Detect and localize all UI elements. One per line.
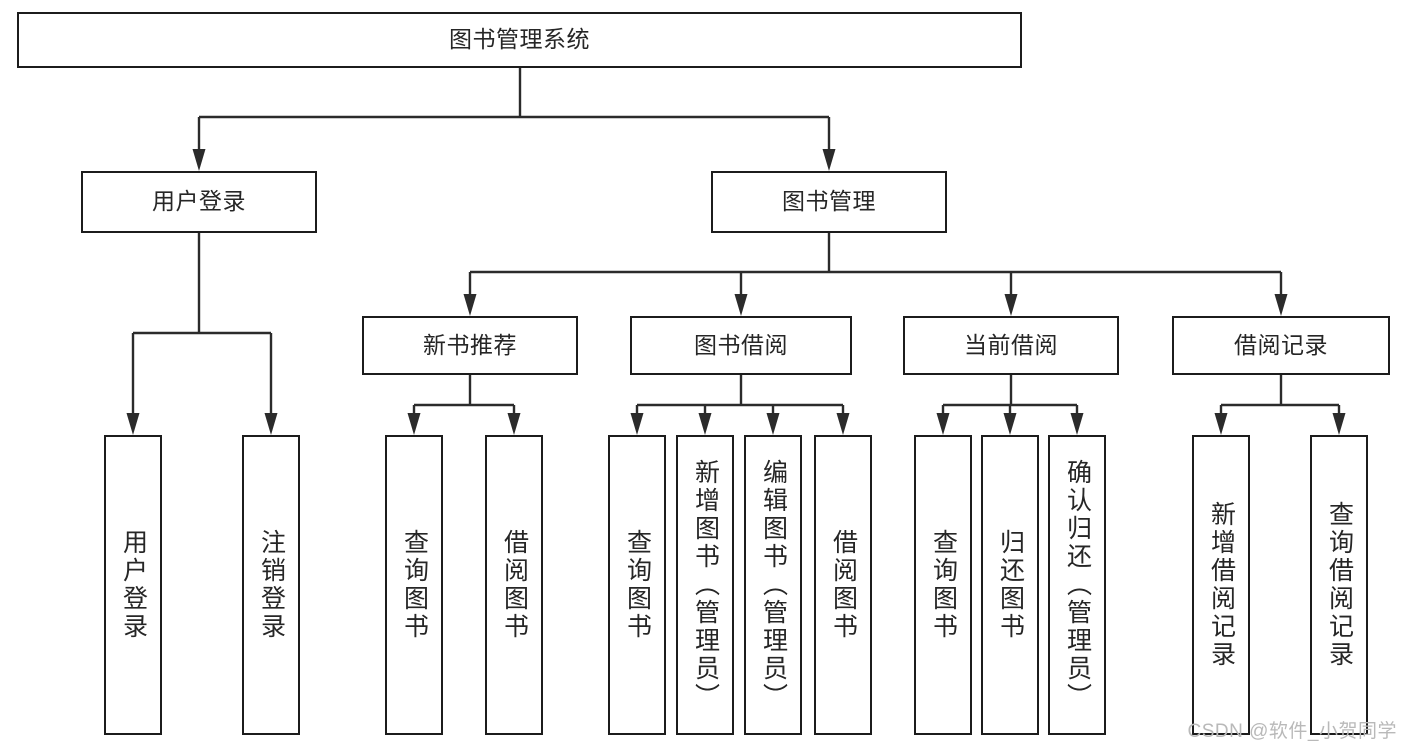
arrow-head-login-2: [264, 413, 278, 435]
node-label: 查询图书: [929, 529, 958, 641]
node-login[interactable]: 用户登录: [81, 171, 317, 233]
node-label: 编辑图书（管理员）: [759, 459, 788, 711]
arrow-head-bookmgmt: [822, 149, 836, 171]
arrow-head-borrow: [734, 294, 748, 316]
node-borrow-4[interactable]: 借阅图书: [814, 435, 872, 735]
node-label: 归还图书: [996, 529, 1025, 641]
watermark: CSDN @软件_小贺同学: [1187, 721, 1397, 742]
node-label: 新书推荐: [423, 331, 517, 358]
node-borrow-1[interactable]: 查询图书: [608, 435, 666, 735]
node-label: 用户登录: [119, 529, 148, 641]
node-label: 确认归还（管理员）: [1063, 459, 1092, 711]
node-records-1[interactable]: 新增借阅记录: [1192, 435, 1250, 735]
node-label: 查询图书: [400, 529, 429, 641]
node-label: 图书管理: [782, 188, 876, 215]
node-current-1[interactable]: 查询图书: [914, 435, 972, 735]
arrow-head-current: [1004, 294, 1018, 316]
arrow-head-current-2: [1003, 413, 1017, 435]
node-login-1[interactable]: 用户登录: [104, 435, 162, 735]
arrow-head-newbook: [463, 294, 477, 316]
node-borrow-3[interactable]: 编辑图书（管理员）: [744, 435, 802, 735]
node-newbook[interactable]: 新书推荐: [362, 316, 578, 375]
node-label: 新增借阅记录: [1207, 501, 1236, 669]
node-label: 当前借阅: [964, 331, 1058, 358]
node-newbook-1[interactable]: 查询图书: [385, 435, 443, 735]
arrow-head-current-1: [936, 413, 950, 435]
arrow-head-newbook-2: [507, 413, 521, 435]
node-label: 新增图书（管理员）: [691, 459, 720, 711]
node-newbook-2[interactable]: 借阅图书: [485, 435, 543, 735]
node-records[interactable]: 借阅记录: [1172, 316, 1390, 375]
arrow-head-borrow-4: [836, 413, 850, 435]
node-borrow[interactable]: 图书借阅: [630, 316, 852, 375]
node-current-3[interactable]: 确认归还（管理员）: [1048, 435, 1106, 735]
node-label: 用户登录: [152, 188, 246, 215]
node-bookmgmt[interactable]: 图书管理: [711, 171, 947, 233]
node-label: 借阅图书: [829, 529, 858, 641]
node-current[interactable]: 当前借阅: [903, 316, 1119, 375]
node-borrow-2[interactable]: 新增图书（管理员）: [676, 435, 734, 735]
arrow-head-login: [192, 149, 206, 171]
node-label: 查询借阅记录: [1325, 501, 1354, 669]
node-label: 图书借阅: [694, 331, 788, 358]
arrow-head-borrow-1: [630, 413, 644, 435]
node-login-2[interactable]: 注销登录: [242, 435, 300, 735]
arrow-head-records-1: [1214, 413, 1228, 435]
node-label: 查询图书: [623, 529, 652, 641]
node-current-2[interactable]: 归还图书: [981, 435, 1039, 735]
node-records-2[interactable]: 查询借阅记录: [1310, 435, 1368, 735]
arrow-head-newbook-1: [407, 413, 421, 435]
node-label: 图书管理系统: [449, 26, 590, 53]
arrow-head-records: [1274, 294, 1288, 316]
arrow-head-borrow-2: [698, 413, 712, 435]
arrow-head-login-1: [126, 413, 140, 435]
node-label: 注销登录: [257, 529, 286, 641]
arrow-head-borrow-3: [766, 413, 780, 435]
node-label: 借阅图书: [500, 529, 529, 641]
arrow-head-records-2: [1332, 413, 1346, 435]
node-label: 借阅记录: [1234, 331, 1328, 358]
arrow-head-current-3: [1070, 413, 1084, 435]
node-root[interactable]: 图书管理系统: [17, 12, 1022, 68]
